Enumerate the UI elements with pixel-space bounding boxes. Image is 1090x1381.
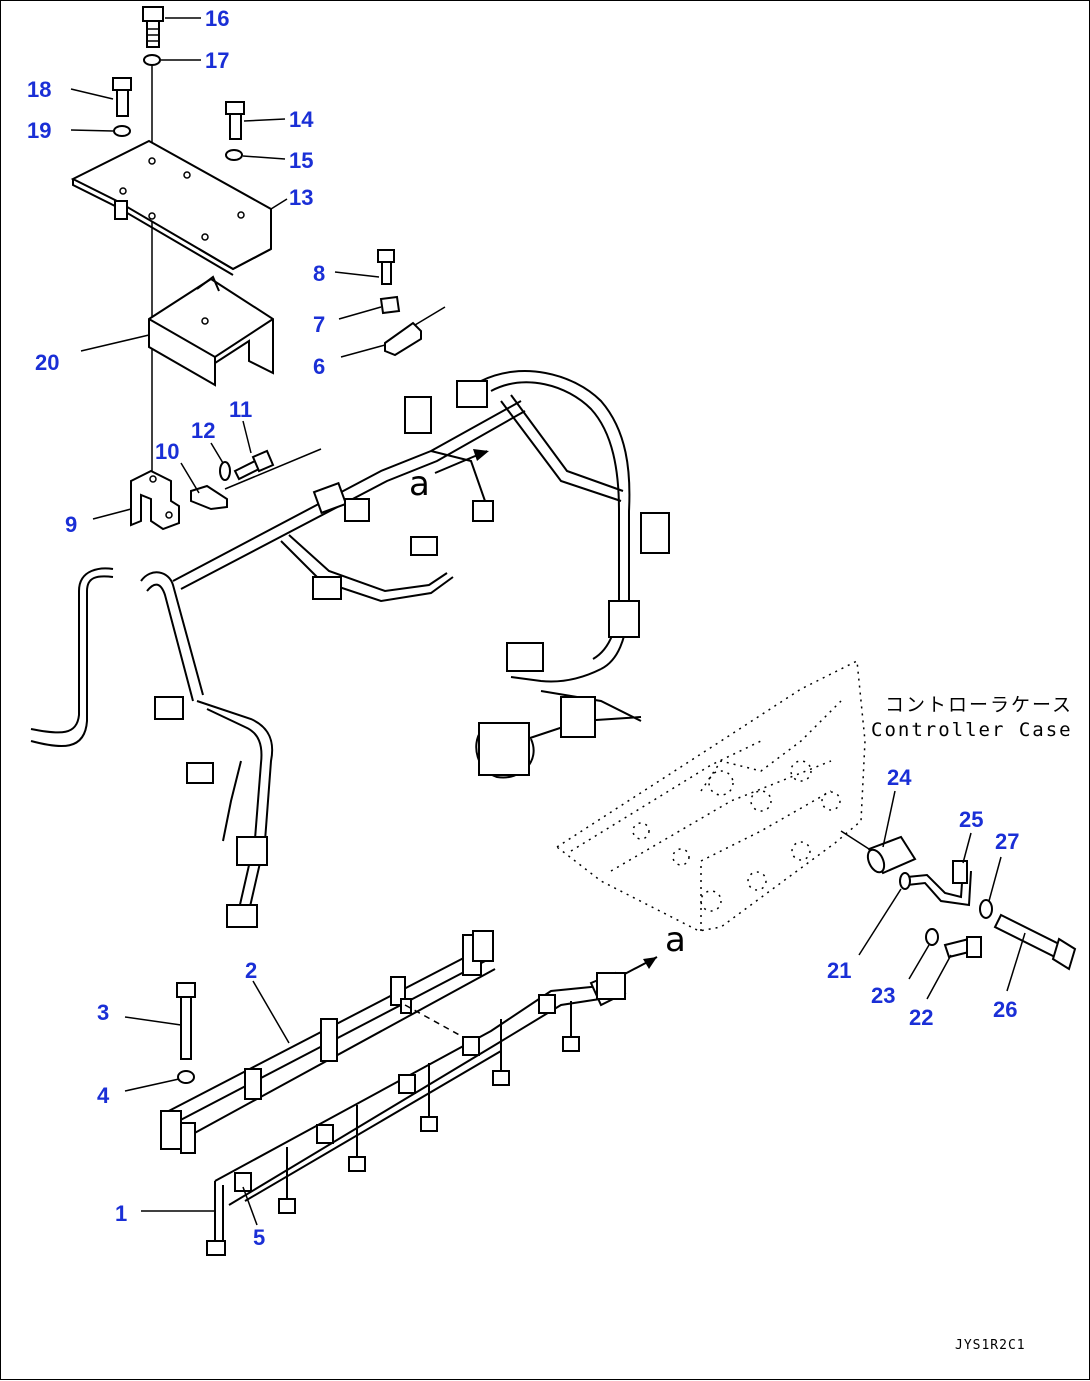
controller-case-label-en: Controller Case xyxy=(871,719,1073,741)
washer-27 xyxy=(979,899,993,919)
bolt-11 xyxy=(233,449,275,481)
ground-strap-25 xyxy=(906,868,964,899)
bolt-18 xyxy=(112,77,132,117)
callout-9: 9 xyxy=(65,512,77,537)
leader-lines xyxy=(70,17,1026,1226)
assembly-line-11 xyxy=(224,448,322,490)
bolt-14 xyxy=(225,101,245,140)
callout-6: 6 xyxy=(313,354,325,379)
bolt-8 xyxy=(377,249,395,285)
bracket-9 xyxy=(130,469,180,531)
callout-17: 17 xyxy=(205,48,229,73)
plate-13 xyxy=(70,139,272,276)
callout-16: 16 xyxy=(205,6,229,31)
assembly-line-6 xyxy=(414,306,446,326)
bolt-3 xyxy=(176,982,196,1060)
washer-4 xyxy=(177,1070,195,1084)
washer-23 xyxy=(925,928,939,946)
bolt-26 xyxy=(993,913,1077,971)
washer-19 xyxy=(113,125,131,137)
washer-21 xyxy=(899,872,911,890)
callout-3: 3 xyxy=(97,1000,109,1025)
callout-2: 2 xyxy=(245,958,257,983)
callout-10: 10 xyxy=(155,439,179,464)
callout-15: 15 xyxy=(289,148,313,173)
callout-24: 24 xyxy=(887,765,912,790)
callout-5: 5 xyxy=(253,1225,265,1250)
washer-15 xyxy=(225,149,243,161)
callout-27: 27 xyxy=(995,829,1019,854)
callout-21: 21 xyxy=(827,958,851,983)
clamp-6 xyxy=(384,321,422,357)
callout-8: 8 xyxy=(313,261,325,286)
view-marker-lower: a xyxy=(665,920,686,960)
main-harness xyxy=(30,370,670,928)
alignment-line xyxy=(404,1004,464,1038)
clip-7 xyxy=(379,295,401,315)
view-marker-upper: a xyxy=(409,464,430,504)
drawing-code: JYS1R2C1 xyxy=(955,1338,1026,1353)
washer-17 xyxy=(143,54,161,66)
controller-case-label-jp: コントローラケース xyxy=(885,694,1073,716)
sleeve-24 xyxy=(866,835,917,875)
clamp-10 xyxy=(190,484,228,511)
cover-20 xyxy=(148,275,274,387)
harness-1 xyxy=(206,971,627,1256)
callout-22: 22 xyxy=(909,1005,933,1030)
callout-20: 20 xyxy=(35,350,59,375)
callout-12: 12 xyxy=(191,418,215,443)
callout-11: 11 xyxy=(229,397,252,422)
callout-23: 23 xyxy=(871,983,895,1008)
callout-7: 7 xyxy=(313,312,325,337)
callout-26: 26 xyxy=(993,997,1017,1022)
callout-25: 25 xyxy=(959,807,983,832)
callout-4: 4 xyxy=(97,1083,110,1108)
bolt-16 xyxy=(142,6,164,48)
callout-18: 18 xyxy=(27,77,51,102)
controller-case xyxy=(555,659,866,932)
callout-14: 14 xyxy=(289,107,314,132)
washer-12 xyxy=(219,461,231,481)
view-arrow-upper xyxy=(434,449,489,474)
bolt-22 xyxy=(943,936,982,959)
callout-1: 1 xyxy=(115,1201,127,1226)
callout-13: 13 xyxy=(289,185,313,210)
callout-19: 19 xyxy=(27,118,51,143)
